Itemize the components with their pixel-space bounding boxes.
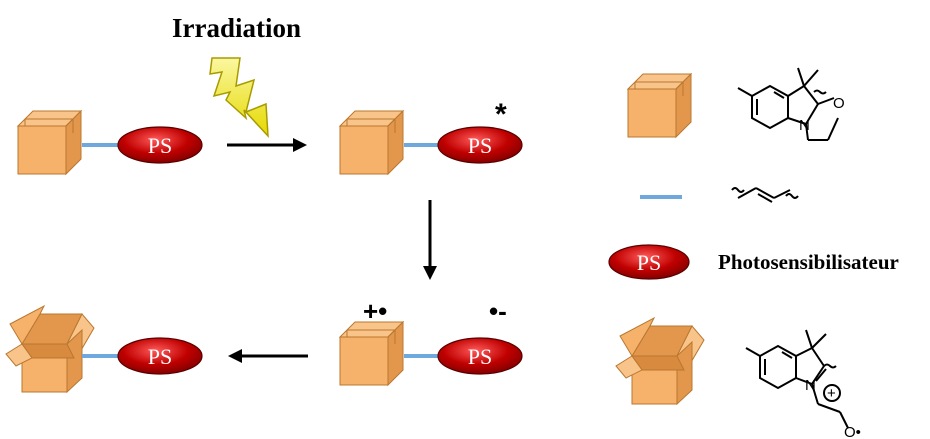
indolium-n-atom: N xyxy=(805,377,816,394)
legend-open-box xyxy=(615,317,705,405)
ethylene-linker-structure xyxy=(731,187,799,203)
lightning-bolt-icon xyxy=(209,57,269,139)
ps-label: PS xyxy=(148,344,172,369)
ps-label: PS xyxy=(468,133,492,158)
indolium-plus-charge: + xyxy=(827,385,836,402)
oxazolidine-n-atom: N xyxy=(799,117,810,134)
photosensitizer: PS xyxy=(117,126,203,164)
closed-switch-box xyxy=(339,321,404,386)
ps-label: PS xyxy=(637,250,661,275)
ps-label: PS xyxy=(468,344,492,369)
legend-photosensitizer: PS xyxy=(608,244,690,280)
legend-closed-box xyxy=(627,73,692,138)
ps-label: PS xyxy=(148,133,172,158)
arrow-right xyxy=(227,138,307,152)
photosensitizer-legend-label: Photosensibilisateur xyxy=(718,250,899,274)
radical-cation-label: +• xyxy=(363,296,387,326)
closed-oxazolidine-structure xyxy=(737,67,839,141)
excited-state-marker: * xyxy=(495,98,507,131)
oxygen-radical: O• xyxy=(844,424,861,439)
closed-switch-box xyxy=(339,110,404,175)
open-indolium-structure xyxy=(745,329,849,429)
irradiation-title: Irradiation xyxy=(172,13,301,43)
oxazolidine-o-atom: O xyxy=(833,95,845,112)
open-switch-box xyxy=(5,305,95,393)
photosensitizer-excited: PS xyxy=(437,126,523,164)
photosensitizer: PS xyxy=(437,337,523,375)
photosensitizer: PS xyxy=(117,337,203,375)
radical-anion-label: •- xyxy=(489,296,507,326)
closed-switch-box xyxy=(17,110,82,175)
arrow-down xyxy=(423,200,437,280)
arrow-left xyxy=(228,349,308,363)
